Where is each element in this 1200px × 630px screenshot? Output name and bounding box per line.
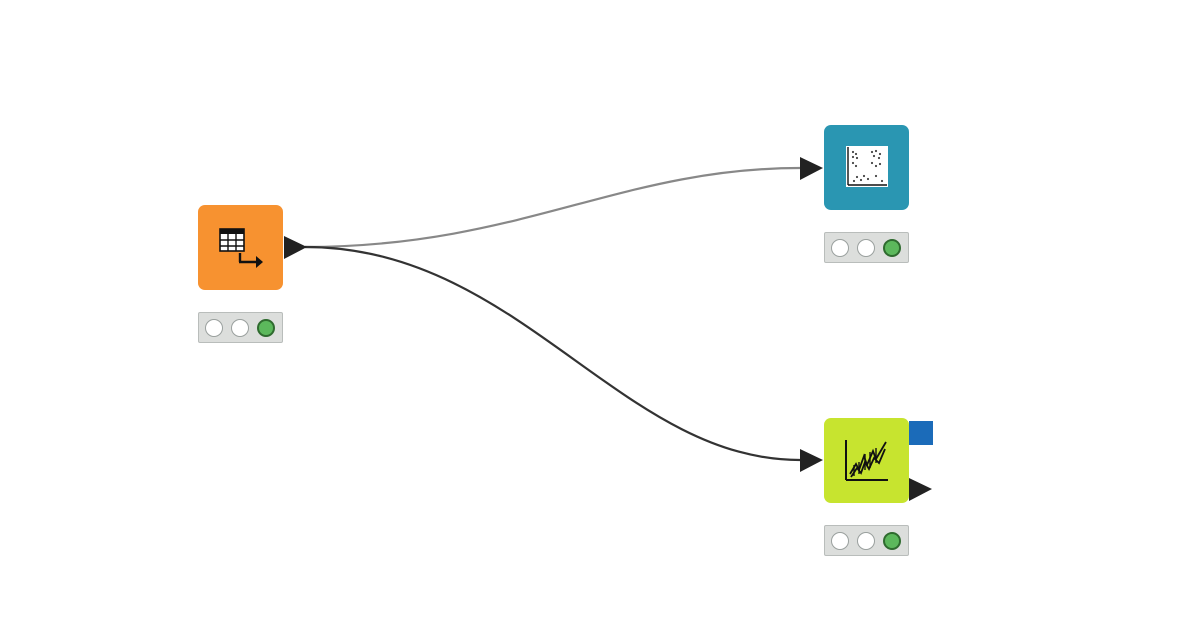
- connection-reader-to-visualizer[interactable]: [304, 245, 801, 462]
- input-port-visualizer[interactable]: [799, 448, 825, 474]
- node-visualizer[interactable]: [824, 418, 909, 503]
- status-light-yellow: [857, 532, 875, 550]
- output-port-reader[interactable]: [283, 235, 309, 261]
- table-creator-icon: [219, 228, 263, 268]
- node-reader[interactable]: [198, 205, 283, 290]
- status-light-red: [831, 532, 849, 550]
- status-light-yellow: [231, 319, 249, 337]
- line-plot-icon: [845, 440, 888, 481]
- status-lights-visualizer: [824, 525, 909, 556]
- output-port-visualizer[interactable]: [908, 477, 934, 503]
- input-port-view[interactable]: [799, 156, 825, 182]
- flow-variable-port-visualizer[interactable]: [909, 421, 933, 445]
- status-lights-reader: [198, 312, 283, 343]
- connection-reader-to-view[interactable]: [304, 166, 801, 249]
- scatter-matrix-icon: [846, 146, 888, 187]
- status-light-green: [257, 319, 275, 337]
- status-lights-view: [824, 232, 909, 263]
- status-light-green: [883, 239, 901, 257]
- status-light-green: [883, 532, 901, 550]
- status-light-red: [831, 239, 849, 257]
- status-light-yellow: [857, 239, 875, 257]
- status-light-red: [205, 319, 223, 337]
- node-view[interactable]: [824, 125, 909, 210]
